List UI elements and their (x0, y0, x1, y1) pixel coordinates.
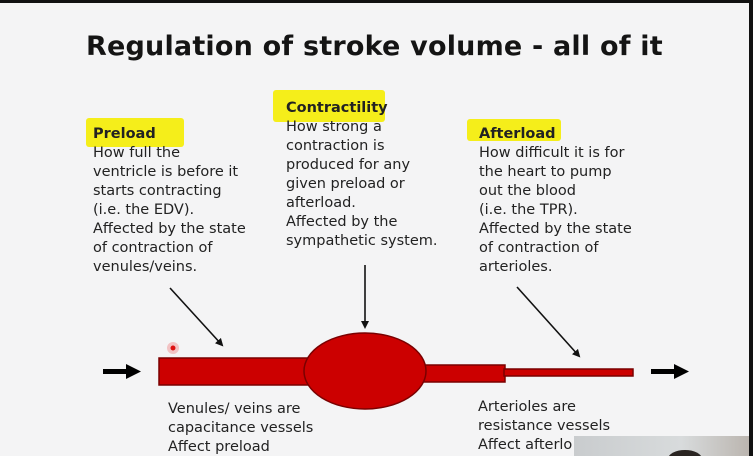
contractility-line: Affected by the (286, 214, 398, 230)
preload-column: Preload How full the ventricle is before… (93, 125, 246, 277)
venules-caption-line: capacitance vessels (168, 420, 314, 436)
preload-highlight (86, 118, 184, 147)
arterial-vessel (420, 364, 506, 383)
afterload-line: (i.e. the TPR). (479, 202, 578, 218)
preload-line: (i.e. the EDV). (93, 202, 195, 218)
afterload-pointer-arrow (516, 286, 581, 358)
preload-line: How full the (93, 145, 180, 161)
venules-caption-line: Venules/ veins are (168, 401, 301, 417)
afterload-line: arterioles. (479, 259, 553, 275)
webcam-presenter-head (668, 450, 702, 456)
afterload-line: of contraction of (479, 240, 599, 256)
afterload-heading: Afterload (479, 126, 556, 142)
inflow-arrow (103, 364, 141, 379)
contractility-line: given preload or (286, 176, 405, 192)
preload-pointer-arrow (169, 287, 224, 347)
venules-veins-vessel (158, 357, 310, 386)
laser-pointer-core (170, 345, 176, 351)
slide-title: Regulation of stroke volume - all of it (86, 31, 663, 62)
afterload-column: Afterload How difficult it is for the he… (479, 125, 632, 277)
contractility-line: sympathetic system. (286, 233, 438, 249)
afterload-line: out the blood (479, 183, 576, 199)
afterload-highlight (467, 119, 561, 141)
preload-line: ventricle is before it (93, 164, 239, 180)
heart-ventricle (303, 332, 427, 410)
contractility-heading: Contractility (286, 100, 388, 116)
arterioles-caption-line: Arterioles are (478, 399, 576, 415)
arterioles-caption-line: Affect afterlo (478, 437, 573, 453)
afterload-line: Affected by the state (479, 221, 632, 237)
contractility-line: produced for any (286, 157, 411, 173)
preload-line: Affected by the state (93, 221, 246, 237)
outflow-arrow (651, 364, 689, 379)
contractility-line: afterload. (286, 195, 356, 211)
arterioles-caption-line: resistance vessels (478, 418, 611, 434)
contractility-column: Contractility How strong a contraction i… (286, 99, 437, 251)
preload-heading: Preload (93, 126, 156, 142)
contractility-line: contraction is (286, 138, 385, 154)
preload-line: of contraction of (93, 240, 213, 256)
preload-line: starts contracting (93, 183, 222, 199)
venules-caption-line: Affect preload (168, 439, 270, 455)
contractility-highlight (273, 90, 385, 122)
arterioles-caption: Arterioles are resistance vessels Affect… (478, 398, 610, 455)
arterioles-vessel (503, 368, 634, 377)
preload-line: venules/veins. (93, 259, 198, 275)
afterload-line: How difficult it is for (479, 145, 625, 161)
webcam-overlay (574, 436, 749, 456)
venules-caption: Venules/ veins are capacitance vessels A… (168, 400, 313, 456)
contractility-line: How strong a (286, 119, 382, 135)
circulation-diagram (103, 265, 689, 410)
afterload-line: the heart to pump (479, 164, 612, 180)
